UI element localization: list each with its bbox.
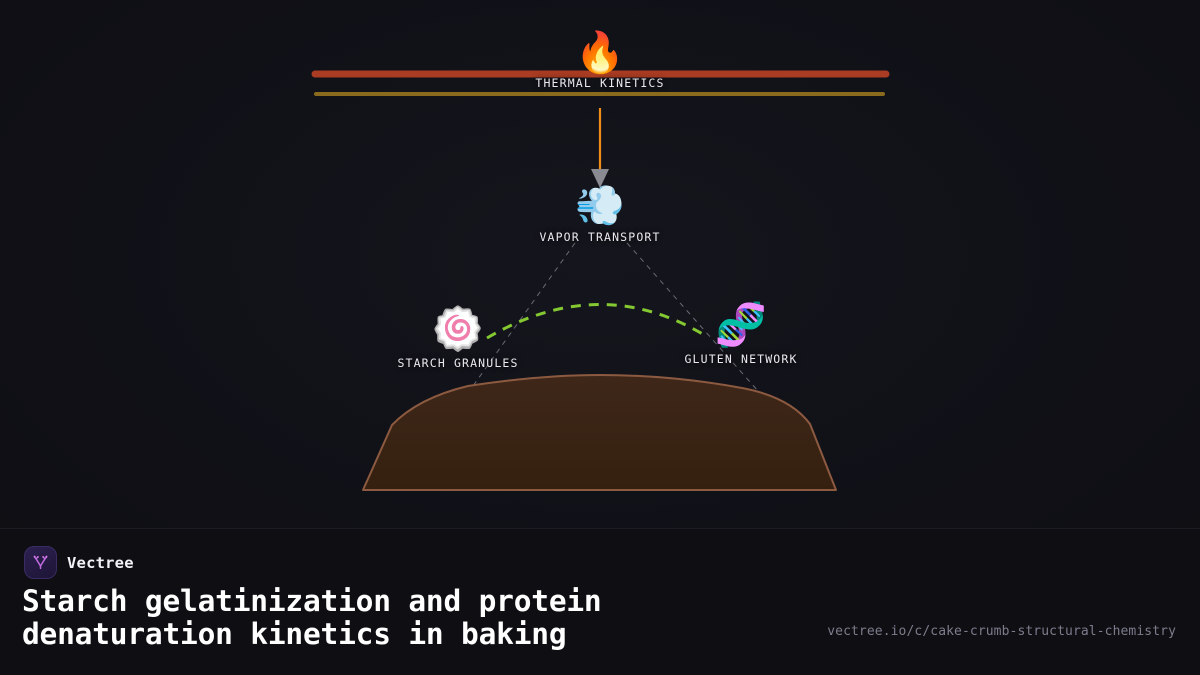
dna-helix-icon: 🧬 bbox=[714, 300, 768, 349]
node-thermal-kinetics[interactable]: 🔥 THERMAL KINETICS bbox=[535, 33, 664, 90]
brand-name: Vectree bbox=[67, 553, 134, 572]
edge-starch-to-gluten-arc bbox=[486, 303, 707, 340]
edge-vapor-to-starch bbox=[462, 242, 576, 401]
node-gluten-network[interactable]: 🧬 GLUTEN NETWORK bbox=[684, 300, 798, 367]
node-gluten-network-label: GLUTEN NETWORK bbox=[684, 352, 798, 366]
edge-vapor-to-gluten bbox=[626, 242, 767, 401]
page-title: Starch gelatinization and protein denatu… bbox=[22, 585, 782, 650]
page-title-line-2: denaturation kinetics in baking bbox=[22, 616, 567, 651]
footer-url[interactable]: vectree.io/c/cake-crumb-structural-chemi… bbox=[827, 624, 1176, 639]
node-vapor-transport-label: VAPOR TRANSPORT bbox=[539, 230, 661, 244]
node-thermal-kinetics-label: THERMAL KINETICS bbox=[535, 76, 665, 90]
footer: Vectree Starch gelatinization and protei… bbox=[0, 528, 1200, 675]
fire-icon: 🔥 bbox=[575, 30, 625, 76]
node-starch-granules[interactable]: 🍥 STARCH GRANULES bbox=[397, 304, 519, 371]
fish-cake-swirl-icon: 🍥 bbox=[431, 304, 485, 353]
brand-row[interactable]: Vectree bbox=[24, 546, 134, 579]
edge-thermal-to-vapor-arrowhead bbox=[591, 169, 609, 188]
node-starch-granules-label: STARCH GRANULES bbox=[397, 356, 519, 370]
node-vapor-transport[interactable]: 💨 VAPOR TRANSPORT bbox=[539, 186, 660, 244]
page-title-line-1: Starch gelatinization and protein bbox=[22, 584, 602, 618]
vectree-branch-logo-icon bbox=[24, 546, 57, 579]
cake-dome-shape bbox=[362, 374, 837, 491]
diagram-vector-layer bbox=[311, 70, 890, 491]
wind-cloud-icon: 💨 bbox=[575, 183, 625, 229]
baking-kinetics-diagram: 🔥 THERMAL KINETICS 💨 VAPOR TRANSPORT 🍥 S… bbox=[311, 33, 890, 491]
